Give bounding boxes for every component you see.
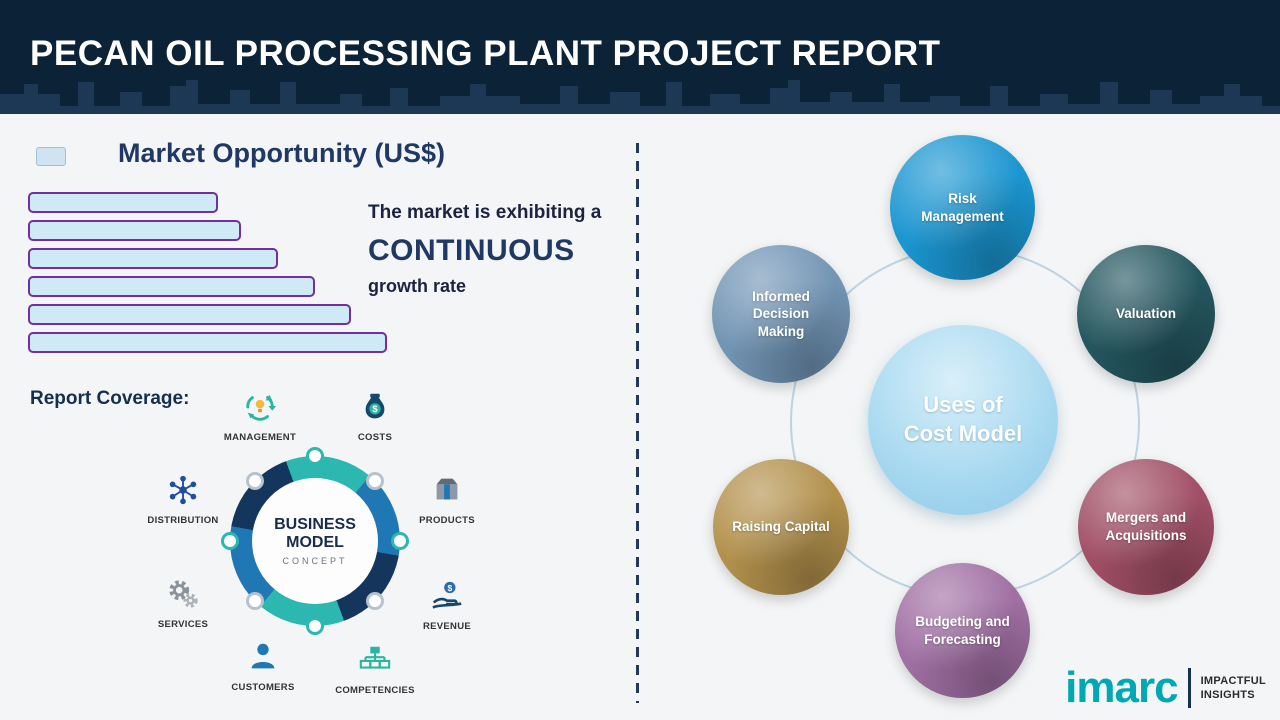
bm-item-label: COSTS — [357, 432, 393, 443]
org-chart-icon — [359, 646, 391, 669]
ring-node — [366, 592, 384, 610]
bm-item-revenue: $ REVENUE — [402, 579, 492, 632]
bm-item-customers: CUSTOMERS — [218, 640, 308, 693]
header-banner: PECAN OIL PROCESSING PLANT PROJECT REPOR… — [0, 0, 1280, 114]
bubble-label: Raising Capital — [732, 519, 830, 535]
center-bubble-line-2: Cost Model — [903, 421, 1023, 446]
svg-text:$: $ — [447, 583, 452, 593]
bm-item-products: PRODUCTS — [402, 473, 492, 526]
bm-item-label: SERVICES — [157, 619, 209, 630]
bm-center-line-1: BUSINESS — [274, 515, 356, 533]
ring-node — [306, 447, 324, 465]
chart-bar — [28, 192, 218, 213]
growth-line-3: growth rate — [368, 276, 467, 296]
package-box-icon — [436, 478, 458, 500]
bm-item-label: REVENUE — [422, 621, 472, 632]
cost-model-bubble-budgeting-forecasting: Budgeting and Forecasting — [895, 563, 1030, 698]
business-model-center-text: BUSINESS MODEL CONCEPT — [230, 456, 400, 626]
bubble-label: Valuation — [1115, 306, 1176, 322]
money-bag-icon: $ — [365, 393, 385, 419]
bm-item-label: MANAGEMENT — [223, 432, 297, 443]
hand-coin-icon: $ — [432, 581, 462, 609]
svg-text:$: $ — [372, 404, 378, 415]
bubble-label: Informed Decision Making — [752, 288, 810, 339]
ring-node — [366, 472, 384, 490]
cost-model-bubble-raising-capital: Raising Capital — [713, 459, 849, 595]
bm-item-management: MANAGEMENT — [215, 390, 305, 443]
logo-tagline-line-1: IMPACTFUL — [1200, 674, 1266, 687]
business-model-diagram: BUSINESS MODEL CONCEPT MANAGEMENT — [140, 385, 510, 715]
imarc-logo: imarc IMPACTFUL INSIGHTS — [1065, 663, 1266, 713]
ring-node — [246, 592, 264, 610]
cost-model-bubble-mergers-acquisitions: Mergers and Acquisitions — [1078, 459, 1214, 595]
bm-item-competencies: COMPETENCIES — [330, 643, 420, 696]
bm-item-label: PRODUCTS — [419, 515, 475, 526]
logo-wordmark: imarc — [1065, 663, 1178, 713]
network-icon — [169, 475, 197, 505]
report-coverage-label: Report Coverage: — [30, 388, 190, 409]
chart-bar — [28, 304, 351, 325]
bubble-label: Risk Management — [921, 190, 1004, 224]
growth-line-1: The market is exhibiting a — [368, 202, 602, 223]
bm-center-line-3: CONCEPT — [282, 556, 348, 567]
chart-bar — [28, 248, 278, 269]
bm-item-costs: $ COSTS — [330, 390, 420, 443]
chart-bar — [28, 332, 387, 353]
cost-model-center-bubble: Uses of Cost Model — [868, 325, 1058, 515]
chart-bar — [28, 220, 241, 241]
cost-model-bubble-valuation: Valuation — [1077, 245, 1215, 383]
person-icon — [251, 643, 275, 669]
growth-text-block: The market is exhibiting a CONTINUOUS gr… — [368, 202, 640, 297]
bm-center-line-2: MODEL — [286, 534, 344, 551]
gears-icon — [169, 580, 198, 608]
growth-line-2: CONTINUOUS — [368, 234, 575, 267]
cost-model-cluster: Uses of Cost Model Risk Management Infor… — [640, 115, 1280, 720]
ring-node — [246, 472, 264, 490]
ring-node — [391, 532, 409, 550]
page-title: PECAN OIL PROCESSING PLANT PROJECT REPOR… — [30, 34, 941, 73]
cost-model-bubble-informed-decision-making: Informed Decision Making — [712, 245, 850, 383]
market-opportunity-title: Market Opportunity (US$) — [118, 138, 446, 168]
bubble-label: Mergers and Acquisitions — [1105, 510, 1187, 543]
bm-item-distribution: DISTRIBUTION — [138, 473, 228, 526]
cost-model-bubble-risk-management: Risk Management — [890, 135, 1035, 280]
logo-tagline-line-2: INSIGHTS — [1200, 689, 1255, 701]
bm-item-label: COMPETENCIES — [335, 685, 415, 696]
bm-item-label: CUSTOMERS — [231, 682, 295, 693]
market-bar-chart — [28, 192, 387, 360]
bubble-label: Budgeting and Forecasting — [915, 613, 1010, 647]
center-bubble-line-1: Uses of — [923, 392, 1003, 418]
title-marker-graphic — [36, 147, 66, 166]
bm-item-services: SERVICES — [138, 577, 228, 630]
logo-divider — [1187, 668, 1191, 708]
logo-tagline: IMPACTFUL INSIGHTS — [1201, 674, 1266, 703]
city-skyline-graphic — [0, 80, 1280, 114]
management-icon — [246, 394, 277, 421]
dashed-divider — [636, 143, 639, 703]
ring-node — [306, 617, 324, 635]
chart-bar — [28, 276, 315, 297]
bm-item-label: DISTRIBUTION — [147, 515, 219, 526]
ring-node — [221, 532, 239, 550]
